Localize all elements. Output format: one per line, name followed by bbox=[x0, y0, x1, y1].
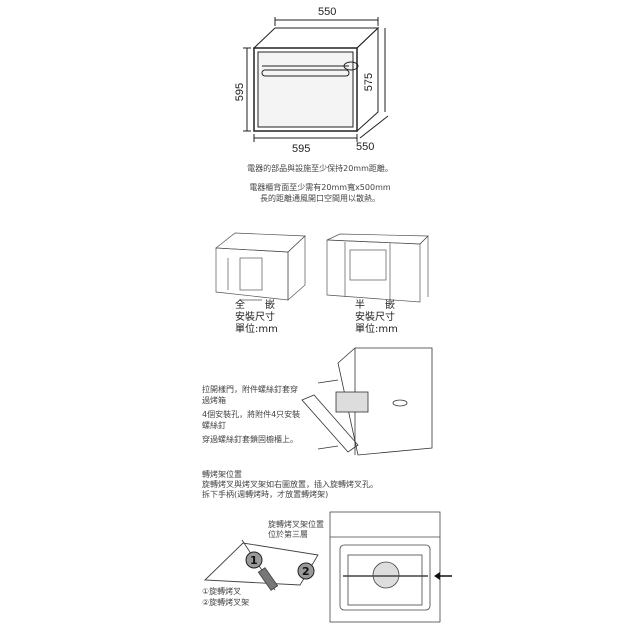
half-embed-subtitle: 安裝尺寸 bbox=[355, 312, 395, 323]
full-embed-subtitle: 安裝尺寸 bbox=[235, 312, 275, 323]
note-ventilation-1: 電器櫃背面至少需有20mm寬x500mm bbox=[249, 183, 391, 192]
rotisserie-heading: 轉烤架位置 bbox=[202, 470, 242, 479]
half-embed-title: 半 嵌 bbox=[355, 300, 395, 311]
callout-1: 1 bbox=[245, 551, 263, 569]
half-embed-unit: 單位:mm bbox=[355, 324, 398, 335]
svg-text:2: 2 bbox=[302, 565, 310, 578]
install-step-1: 拉開樣門，附件螺絲釘套穿 過烤箱 bbox=[202, 385, 298, 405]
dim-bottom-depth: 550 bbox=[356, 141, 374, 153]
svg-text:1: 1 bbox=[250, 554, 258, 567]
oven-dimension-drawing bbox=[243, 17, 389, 142]
callout-2: 2 bbox=[297, 562, 315, 580]
rotisserie-line-1: 旋轉烤叉與烤叉架如右圖放置，插入旋轉烤叉孔。 bbox=[202, 480, 378, 489]
legend-spit: ①旋轉烤叉 bbox=[202, 587, 242, 596]
note-ventilation-2: 長的距離通風開口空間用以散熱。 bbox=[260, 194, 380, 203]
dim-left-height: 595 bbox=[234, 83, 246, 101]
dim-right-height: 575 bbox=[363, 73, 375, 91]
legend-spit-rack: ②旋轉烤叉架 bbox=[202, 598, 250, 607]
full-embed-unit: 單位:mm bbox=[235, 324, 278, 335]
dim-top-width: 550 bbox=[318, 6, 336, 18]
oven-front-drawing bbox=[329, 511, 441, 623]
rack-position-label-2: 位於第三層 bbox=[268, 530, 308, 539]
rack-position-label-1: 旋轉烤叉架位置 bbox=[268, 520, 324, 529]
rotisserie-line-2: 拆下手柄(週轉烤時，才放置轉烤架) bbox=[202, 490, 329, 499]
dim-bottom-front: 595 bbox=[292, 143, 310, 155]
note-clearance: 電器的部品與設施至少保持20mm距離。 bbox=[247, 164, 393, 173]
full-embed-title: 全 嵌 bbox=[235, 300, 275, 311]
install-step-2: 4個安裝孔，將附件4只安裝 螺絲釘 bbox=[202, 410, 301, 430]
full-embed-drawing bbox=[215, 232, 306, 301]
install-step-3: 穿過螺絲釘套鎖固櫥櫃上。 bbox=[202, 435, 298, 444]
half-embed-drawing bbox=[326, 233, 429, 303]
installation-drawing bbox=[301, 347, 433, 456]
arrow-icon bbox=[434, 572, 452, 580]
